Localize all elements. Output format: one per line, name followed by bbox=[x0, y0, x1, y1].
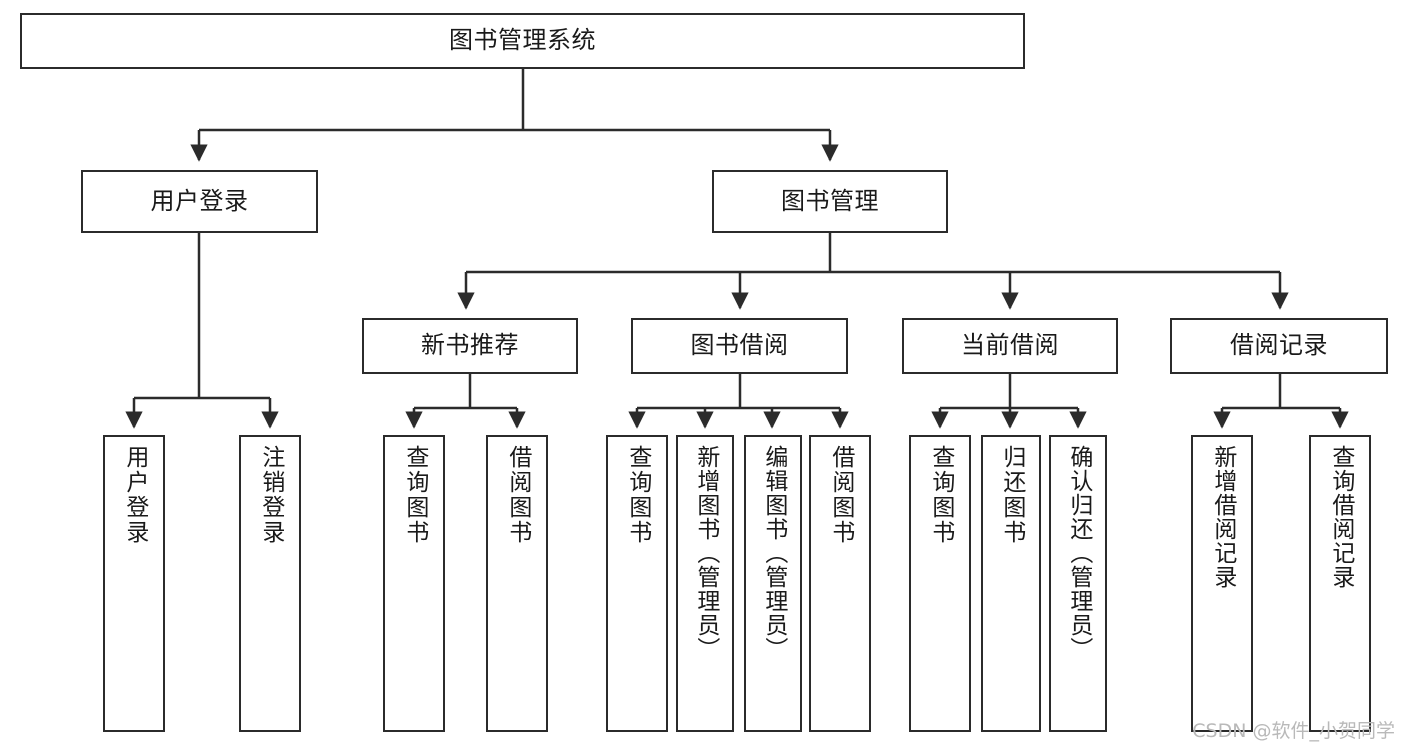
node-borrow-record-label: 借阅记录 bbox=[1230, 331, 1328, 360]
node-leaf-user-login-label: 用户登录 bbox=[121, 445, 148, 545]
node-leaf-query-book-2-label: 查询图书 bbox=[624, 445, 651, 545]
node-new-book-recommend-label: 新书推荐 bbox=[421, 331, 519, 360]
node-leaf-borrow-book-2-label: 借阅图书 bbox=[827, 445, 854, 545]
node-leaf-edit-book[interactable]: 编辑图书（管理员） bbox=[744, 435, 802, 732]
node-new-book-recommend[interactable]: 新书推荐 bbox=[362, 318, 578, 374]
csdn-watermark: CSDN @软件_小贺同学 bbox=[1192, 720, 1395, 742]
node-leaf-query-book-1-label: 查询图书 bbox=[401, 445, 428, 545]
node-leaf-add-book[interactable]: 新增图书（管理员） bbox=[676, 435, 734, 732]
node-leaf-query-book-3[interactable]: 查询图书 bbox=[909, 435, 971, 732]
node-leaf-add-record-label: 新增借阅记录 bbox=[1209, 445, 1236, 589]
node-book-manage-label: 图书管理 bbox=[781, 186, 879, 215]
node-leaf-return-book-label: 归还图书 bbox=[998, 445, 1025, 545]
node-leaf-query-book-2[interactable]: 查询图书 bbox=[606, 435, 668, 732]
node-leaf-query-record-label: 查询借阅记录 bbox=[1327, 445, 1354, 589]
node-leaf-confirm-return-label: 确认归还（管理员） bbox=[1065, 445, 1092, 661]
node-book-borrow-label: 图书借阅 bbox=[690, 331, 789, 360]
node-leaf-return-book[interactable]: 归还图书 bbox=[981, 435, 1041, 732]
node-leaf-confirm-return[interactable]: 确认归还（管理员） bbox=[1049, 435, 1107, 732]
node-leaf-borrow-book-2[interactable]: 借阅图书 bbox=[809, 435, 871, 732]
node-leaf-user-login[interactable]: 用户登录 bbox=[103, 435, 165, 732]
node-leaf-query-record[interactable]: 查询借阅记录 bbox=[1309, 435, 1371, 732]
node-root[interactable]: 图书管理系统 bbox=[20, 13, 1025, 69]
node-leaf-borrow-book-1-label: 借阅图书 bbox=[504, 445, 531, 545]
node-leaf-add-book-label: 新增图书（管理员） bbox=[692, 445, 719, 661]
node-root-label: 图书管理系统 bbox=[449, 26, 596, 55]
node-leaf-add-record[interactable]: 新增借阅记录 bbox=[1191, 435, 1253, 732]
node-current-borrow[interactable]: 当前借阅 bbox=[902, 318, 1118, 374]
node-leaf-user-logout-label: 注销登录 bbox=[257, 445, 284, 545]
node-leaf-query-book-1[interactable]: 查询图书 bbox=[383, 435, 445, 732]
node-leaf-borrow-book-1[interactable]: 借阅图书 bbox=[486, 435, 548, 732]
node-current-borrow-label: 当前借阅 bbox=[961, 331, 1059, 360]
node-leaf-query-book-3-label: 查询图书 bbox=[927, 445, 954, 545]
node-book-borrow[interactable]: 图书借阅 bbox=[631, 318, 848, 374]
node-book-manage[interactable]: 图书管理 bbox=[712, 170, 948, 233]
node-leaf-edit-book-label: 编辑图书（管理员） bbox=[760, 445, 787, 661]
node-borrow-record[interactable]: 借阅记录 bbox=[1170, 318, 1388, 374]
node-leaf-user-logout[interactable]: 注销登录 bbox=[239, 435, 301, 732]
node-user-login[interactable]: 用户登录 bbox=[81, 170, 318, 233]
node-user-login-label: 用户登录 bbox=[150, 186, 249, 215]
